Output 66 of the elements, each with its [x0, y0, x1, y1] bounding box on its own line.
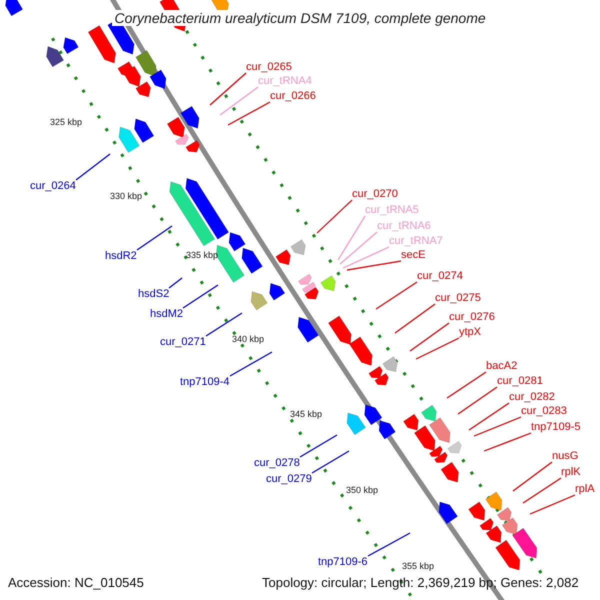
gene-label: tnp7109-6: [318, 556, 368, 568]
leader-line: [512, 462, 552, 492]
leader-line: [458, 386, 498, 414]
gene-label: cur_0274: [417, 270, 463, 282]
leader-line: [206, 312, 242, 336]
leader-line: [220, 86, 258, 116]
leader-line: [316, 200, 352, 234]
gene-label: cur_tRNA7: [389, 235, 443, 247]
leader-line: [210, 72, 246, 106]
leader-line: [474, 416, 522, 437]
leader-line: [76, 154, 110, 180]
gene-label: cur_0271: [160, 336, 206, 348]
leader-line: [300, 434, 338, 458]
gene-label: cur_0282: [509, 391, 555, 403]
leader-line: [468, 402, 510, 430]
gene-label: tnp7109-4: [180, 376, 230, 388]
footer-text: Topology: circular; Length: 2,369,219 bp; Genes: 2,082: [262, 575, 579, 590]
leader-line: [416, 337, 460, 360]
leader-line: [394, 304, 436, 334]
leader-line: [410, 322, 450, 352]
gene-label: ytpX: [459, 326, 482, 338]
gene-label: hsdS2: [138, 288, 170, 300]
footer-text: Accession: NC_010545: [8, 575, 144, 590]
gene-label: cur_0279: [266, 473, 312, 485]
gene-label: bacA2: [486, 360, 518, 372]
gene-label: cur_0264: [30, 180, 76, 192]
gene-label: cur_tRNA5: [365, 204, 419, 216]
scale-label: 350 kbp: [346, 485, 378, 495]
leader-line: [337, 216, 366, 260]
gene-label: cur_tRNA6: [377, 220, 431, 232]
leader-line: [530, 494, 576, 515]
gene-label: cur_0281: [497, 375, 543, 387]
gene-label: cur_0265: [246, 61, 292, 73]
scale-label: 355 kbp: [402, 561, 434, 571]
gene-label: cur_0275: [435, 292, 481, 304]
leader-line: [446, 372, 486, 398]
leader-line: [376, 282, 418, 310]
scale-label: 330 kbp: [110, 191, 142, 201]
leader-line: [312, 450, 350, 474]
gene-label: hsdM2: [150, 308, 184, 320]
gene-label: cur_0270: [352, 188, 398, 200]
leader-line: [228, 101, 270, 126]
leader-line: [342, 246, 390, 269]
leader-line: [484, 432, 532, 452]
scale-label: 340 kbp: [232, 334, 264, 344]
gene-label: nusG: [552, 450, 578, 462]
leader-line: [136, 226, 172, 250]
gene-label: rplA: [575, 483, 595, 495]
scale-label: 325 kbp: [50, 117, 82, 127]
gene-label: secE: [401, 249, 426, 261]
gene-label: rplK: [561, 466, 581, 478]
leader-line: [368, 532, 410, 557]
leader-line: [522, 478, 562, 504]
gene-label: cur_0278: [254, 457, 300, 469]
gene-label: cur_0266: [270, 90, 316, 102]
scale-label: 345 kbp: [290, 409, 322, 419]
leader-line: [168, 278, 182, 288]
gene-label: hsdR2: [105, 250, 137, 262]
gene-label: cur_tRNA4: [258, 75, 312, 87]
leader-line: [230, 351, 272, 377]
gene-label: cur_0283: [521, 405, 567, 417]
gene-label: tnp7109-5: [531, 421, 581, 433]
leader-line: [182, 284, 218, 308]
leader-line: [346, 260, 402, 271]
leader-line: [340, 232, 378, 264]
gene-label: cur_0276: [449, 311, 495, 323]
